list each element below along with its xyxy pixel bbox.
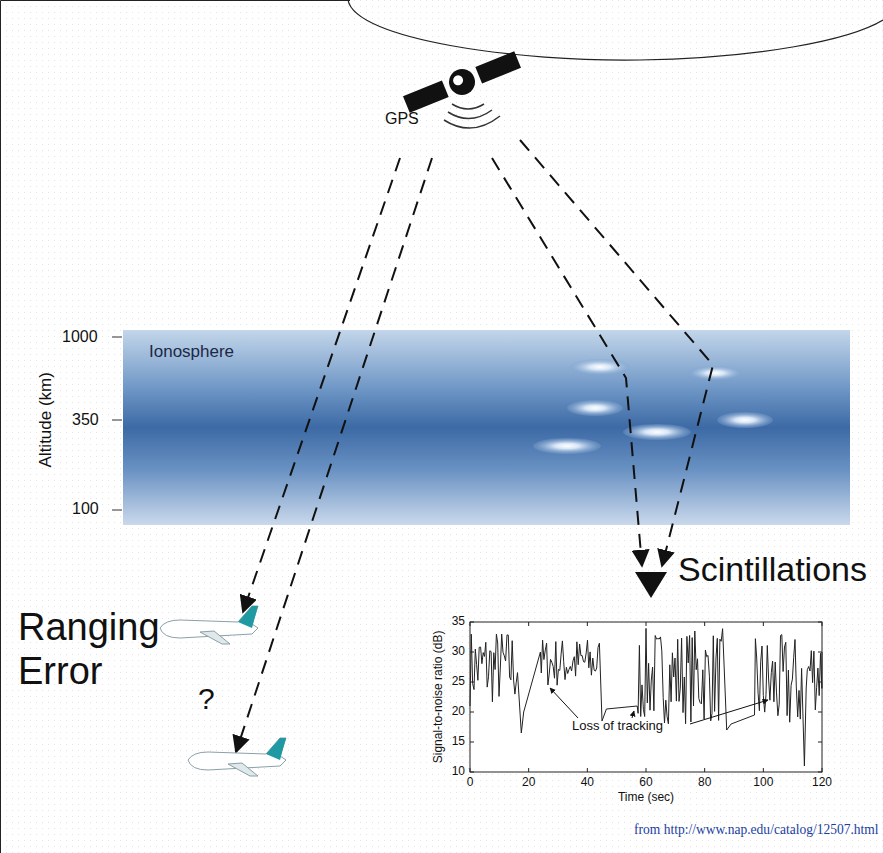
plot-tick [818, 712, 822, 713]
plot-tick [704, 622, 705, 626]
plot-tick [470, 768, 471, 772]
airplane [188, 738, 286, 776]
plot-ticks [470, 622, 822, 772]
plot-tick [470, 622, 471, 626]
plot-tick [587, 768, 588, 772]
plot-tick [818, 652, 822, 653]
plot-tick [528, 622, 529, 626]
irregularity-blobs [533, 359, 773, 454]
big-arrowhead [635, 572, 667, 598]
satellite-label: GPS [385, 110, 419, 128]
axis-title: Altitude (km) [36, 372, 56, 467]
plot-tick [818, 742, 822, 743]
x-tick-label: 80 [698, 776, 711, 790]
snr-trace [470, 628, 822, 766]
axis-tick [112, 420, 122, 421]
axis-title: Time (sec) [618, 791, 674, 805]
plot-tick [763, 622, 764, 626]
annotation: Loss of tracking [572, 719, 663, 734]
axis-tick [112, 510, 122, 511]
x-tick-label: 20 [522, 776, 535, 790]
altitude-tick: 100 [72, 500, 99, 518]
callout-title: Ranging Error [18, 606, 188, 693]
plot-tick [704, 768, 705, 772]
plot-tick [763, 768, 764, 772]
question-mark: ? [198, 682, 215, 717]
plot-frame [470, 622, 822, 772]
source-note: from http://www.nap.edu/catalog/12507.ht… [634, 822, 879, 838]
y-tick-label: 25 [452, 675, 465, 689]
altitude-tick: 1000 [62, 328, 98, 346]
y-tick-label: 35 [452, 615, 465, 629]
x-tick-label: 40 [581, 776, 594, 790]
plot-tick [818, 772, 822, 773]
y-tick-label: 15 [452, 735, 465, 749]
x-tick-label: 0 [467, 776, 474, 790]
x-tick-label: 100 [753, 776, 773, 790]
plot-tick [822, 768, 823, 772]
plot-tick [822, 622, 823, 626]
plot-tick [470, 712, 474, 713]
ionosphere-band: Ionosphere [123, 330, 850, 525]
signal-waves [444, 104, 500, 128]
plot-tick [646, 768, 647, 772]
ionosphere-band [123, 330, 850, 525]
plot-tick [470, 742, 474, 743]
x-tick-label: 120 [812, 776, 832, 790]
x-tick-label: 60 [639, 776, 652, 790]
plot-tick [587, 622, 588, 626]
cloud-outline [348, 0, 883, 60]
plot-tick [470, 772, 474, 773]
axis-title: Signal-to-noise ratio (dB) [432, 631, 446, 764]
callout-title: Scintillations [678, 550, 867, 589]
airplane [160, 606, 258, 644]
altitude-tick: 350 [72, 411, 99, 429]
plot-tick [528, 768, 529, 772]
band-title: Ionosphere [149, 342, 234, 362]
y-tick-label: 10 [452, 765, 465, 779]
plot-tick [470, 622, 474, 623]
gps-satellite [401, 47, 522, 116]
y-tick-label: 20 [452, 705, 465, 719]
plot-tick [818, 622, 822, 623]
plot-tick [646, 622, 647, 626]
y-tick-label: 30 [452, 645, 465, 659]
axis-tick [112, 337, 122, 338]
